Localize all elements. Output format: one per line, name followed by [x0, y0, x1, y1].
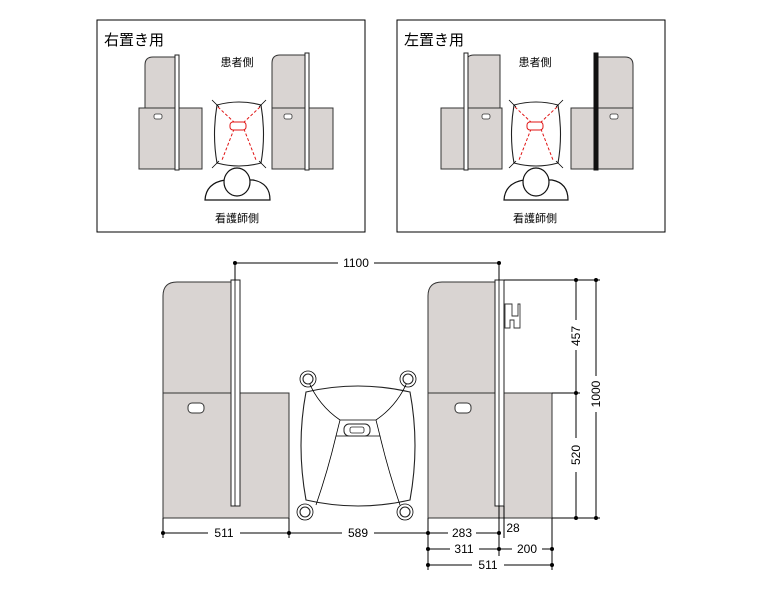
- handle-icon: [153, 113, 163, 120]
- cart-unit-right: [271, 52, 334, 171]
- dimension-top: 1100: [233, 256, 501, 280]
- dim-200: 200: [517, 542, 537, 556]
- handle-icon: [187, 402, 205, 414]
- dimension-right: 457 520 1000: [504, 278, 603, 520]
- handle-icon: [481, 113, 491, 120]
- dim-511-left: 511: [214, 526, 233, 540]
- dim-511-right: 511: [478, 558, 497, 572]
- cart-unit-left: [138, 54, 203, 171]
- dim-1100: 1100: [343, 256, 369, 270]
- dim-520: 520: [569, 445, 583, 465]
- dimension-bottom: 511 589 283 28 311 200 511: [161, 506, 554, 572]
- dim-589: 589: [348, 526, 368, 540]
- dim-28: 28: [506, 521, 520, 535]
- chair-icon: [508, 99, 564, 169]
- chair-icon: [211, 99, 267, 169]
- panel-left-placement: 左置き用 患者側 看護師側: [396, 19, 666, 233]
- panel-title: 左置き用: [404, 31, 464, 49]
- dim-457: 457: [569, 326, 583, 346]
- person-icon: [204, 167, 271, 201]
- dim-311: 311: [454, 542, 473, 556]
- dim-1000: 1000: [589, 380, 603, 407]
- patient-side-label: 患者側: [221, 56, 254, 69]
- handle-icon: [283, 113, 293, 120]
- panel-title: 右置き用: [104, 31, 164, 49]
- nurse-side-label: 看護師側: [513, 211, 557, 225]
- handle-icon: [454, 402, 472, 414]
- person-icon: [503, 167, 569, 201]
- main-cart-left: [162, 279, 290, 519]
- main-cart-right: [427, 279, 553, 519]
- panel-right-placement: 右置き用 患者側 看護師側: [96, 19, 366, 233]
- cart-unit-left: [440, 52, 503, 171]
- main-plan-view: 1100 457 520 1000: [161, 256, 603, 572]
- handle-icon: [609, 113, 619, 120]
- patient-side-label: 患者側: [519, 56, 552, 69]
- main-chair-icon: [296, 370, 417, 521]
- dim-283: 283: [452, 526, 472, 540]
- hook-icon: [504, 303, 521, 329]
- cart-unit-right: [570, 52, 634, 171]
- nurse-side-label: 看護師側: [215, 211, 259, 225]
